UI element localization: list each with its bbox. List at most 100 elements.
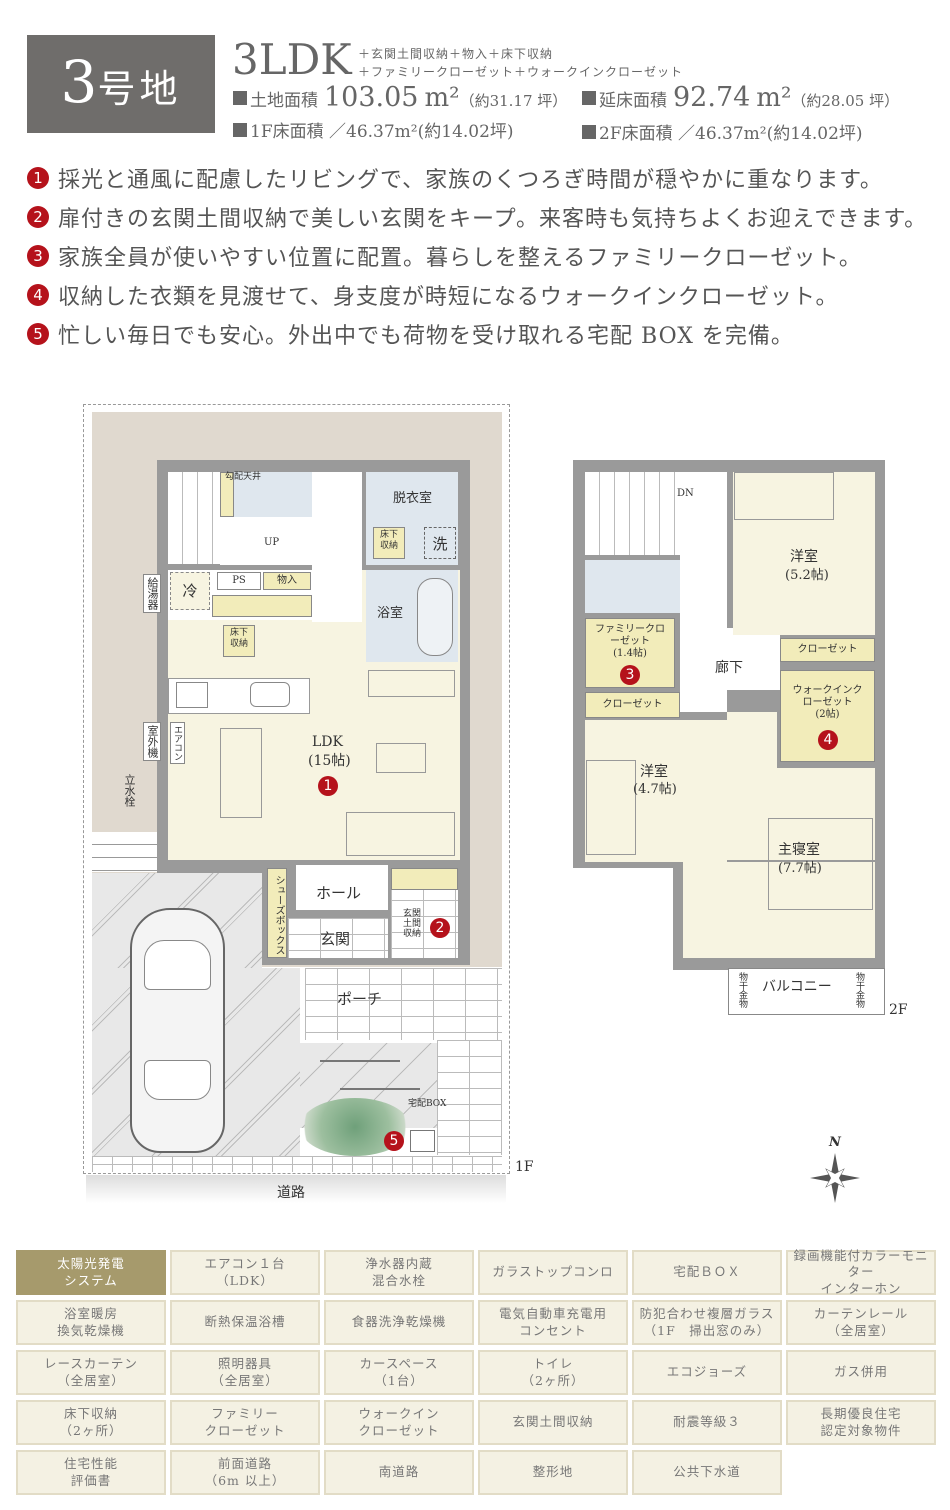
floor-label-1f: 1F — [515, 1159, 534, 1175]
compass-rose-icon — [810, 1153, 860, 1203]
equipment-grid: 太陽光発電 システムエアコン１台 （LDK）浄水器内蔵 混合水栓ガラストップコン… — [16, 1248, 936, 1495]
marker-1-icon: 1 — [318, 776, 338, 796]
car-icon — [130, 908, 225, 1153]
marker-icon: 2 — [27, 206, 49, 228]
lot-title: 3 号地 — [27, 35, 215, 133]
equipment-item: ウォークイン クローゼット — [324, 1400, 474, 1445]
marker-icon: 3 — [27, 245, 49, 267]
approach-tiles — [437, 1040, 502, 1155]
delivery-box-label: 宅配BOX — [408, 1099, 447, 1109]
ldk-label: LDK — [312, 734, 343, 750]
room-b-label: 洋室 — [640, 764, 668, 780]
hall-entry — [296, 865, 388, 910]
equipment-item: 耐震等級３ — [632, 1400, 782, 1445]
equipment-item: トイレ （2ヶ所） — [478, 1350, 628, 1395]
marker-icon: 5 — [27, 323, 49, 345]
marker-icon: 4 — [27, 284, 49, 306]
equipment-item: エコジョーズ — [632, 1350, 782, 1395]
stair-storage — [212, 595, 312, 617]
hallway-2f — [685, 628, 780, 690]
underfloor-storage-kitchen: 床下収納 — [223, 625, 255, 657]
equipment-item: ガラストップコンロ — [478, 1250, 628, 1295]
equipment-item: 整形地 — [478, 1450, 628, 1495]
equipment-item: 電気自動車充電用 コンセント — [478, 1300, 628, 1345]
equipment-item: 防犯合わせ複層ガラス （1F 掃出窓のみ） — [632, 1300, 782, 1345]
floor-area-unit: m² — [756, 83, 792, 113]
dressing-label: 脱衣室 — [393, 491, 433, 506]
room-a-label: 洋室 — [790, 549, 818, 565]
equipment-item: 南道路 — [324, 1450, 474, 1495]
bed-icon — [586, 760, 636, 855]
land-area-value: 103.05 — [324, 82, 419, 113]
fridge-space: 冷 — [170, 572, 210, 610]
extras-line-2: ＋ファミリークローゼット＋ウォークインクローゼット — [358, 65, 684, 79]
entrance-storage-shelf — [391, 868, 458, 890]
equipment-item: ガス併用 — [786, 1350, 936, 1395]
room-b-size: (4.7帖) — [633, 782, 677, 797]
equipment-item: 公共下水道 — [632, 1450, 782, 1495]
equipment-item: 太陽光発電 システム — [16, 1250, 166, 1295]
bicycle-icon — [340, 1088, 420, 1096]
road — [86, 1175, 506, 1203]
marker-icon: 1 — [27, 167, 49, 189]
staircase-2f — [585, 472, 680, 555]
pipe-space: PS — [217, 572, 261, 590]
toilet-2f — [585, 560, 680, 613]
up-label: UP — [264, 537, 280, 548]
equipment-item: エアコン１台 （LDK） — [170, 1250, 320, 1295]
marker-4-icon: 4 — [818, 730, 838, 750]
delivery-box-icon — [410, 1130, 435, 1152]
porch-label: ポーチ — [337, 990, 383, 1008]
porch-floor — [305, 968, 502, 1040]
equipment-item: 床下収納 （2ヶ所） — [16, 1400, 166, 1445]
equipment-item: 断熱保温浴槽 — [170, 1300, 320, 1345]
dining-table — [220, 728, 262, 818]
family-closet-size: (1.4帖) — [613, 648, 647, 659]
layout-type: 3LDK — [232, 35, 352, 84]
master-label: 主寝室 — [778, 842, 820, 858]
family-closet-label: ファミリークローゼット — [595, 624, 665, 647]
closet-room-b: クローゼット — [585, 692, 680, 718]
equipment-item: 録画機能付カラーモニター インターホン — [786, 1248, 936, 1296]
balcony-label: バルコニー — [762, 979, 832, 995]
bicycle-icon — [320, 1060, 400, 1068]
equipment-item: カーテンレール （全居室） — [786, 1300, 936, 1345]
square-bullet-icon — [233, 90, 247, 105]
hall-label: ホール — [316, 884, 362, 902]
floor-label-2f: 2F — [889, 1002, 908, 1018]
square-bullet-icon — [233, 122, 247, 137]
closet-room-a: クローゼット — [780, 638, 875, 662]
entrance-label: 玄関 — [320, 930, 351, 948]
equipment-item: 長期優良住宅 認定対象物件 — [786, 1400, 936, 1445]
compass: N — [810, 1135, 860, 1203]
master-bedroom-lower — [683, 862, 875, 958]
coffee-table — [376, 743, 426, 773]
faucet-label: 立水栓 — [123, 774, 136, 807]
toilet-1f — [220, 472, 312, 517]
bed-icon — [734, 472, 834, 520]
boundary-brick — [92, 1156, 502, 1172]
tv-board — [368, 670, 455, 697]
storage-closet: 物入 — [263, 572, 311, 590]
stove-icon — [176, 682, 208, 708]
drying-hardware-left: 物干金物 — [737, 972, 747, 1008]
bathtub-icon — [417, 578, 453, 656]
sink-icon — [250, 682, 290, 707]
land-area: 土地面積 103.05 m² （約31.17 坪） — [233, 82, 567, 113]
bath-label: 浴室 — [377, 606, 404, 621]
feature-5: 5 忙しい毎日でも安心。外出中でも荷物を受け取れる宅配 BOX を完備。 — [27, 318, 794, 350]
equipment-item: 照明器具 （全居室） — [170, 1350, 320, 1395]
floor-area-label: 延床面積 — [599, 91, 667, 111]
down-label: DN — [677, 488, 694, 501]
extras-line-1: ＋玄関土間収納＋物入＋床下収納 — [358, 47, 554, 61]
f2-area-text: 2F床面積 ／46.37m²(約14.02坪) — [599, 124, 863, 144]
equipment-item: 住宅性能 評価書 — [16, 1450, 166, 1495]
feature-text: 忙しい毎日でも安心。外出中でも荷物を受け取れる宅配 BOX を完備。 — [58, 324, 794, 349]
balcony — [728, 968, 885, 1015]
staircase — [168, 472, 220, 564]
master-size: (7.7帖) — [778, 861, 822, 876]
